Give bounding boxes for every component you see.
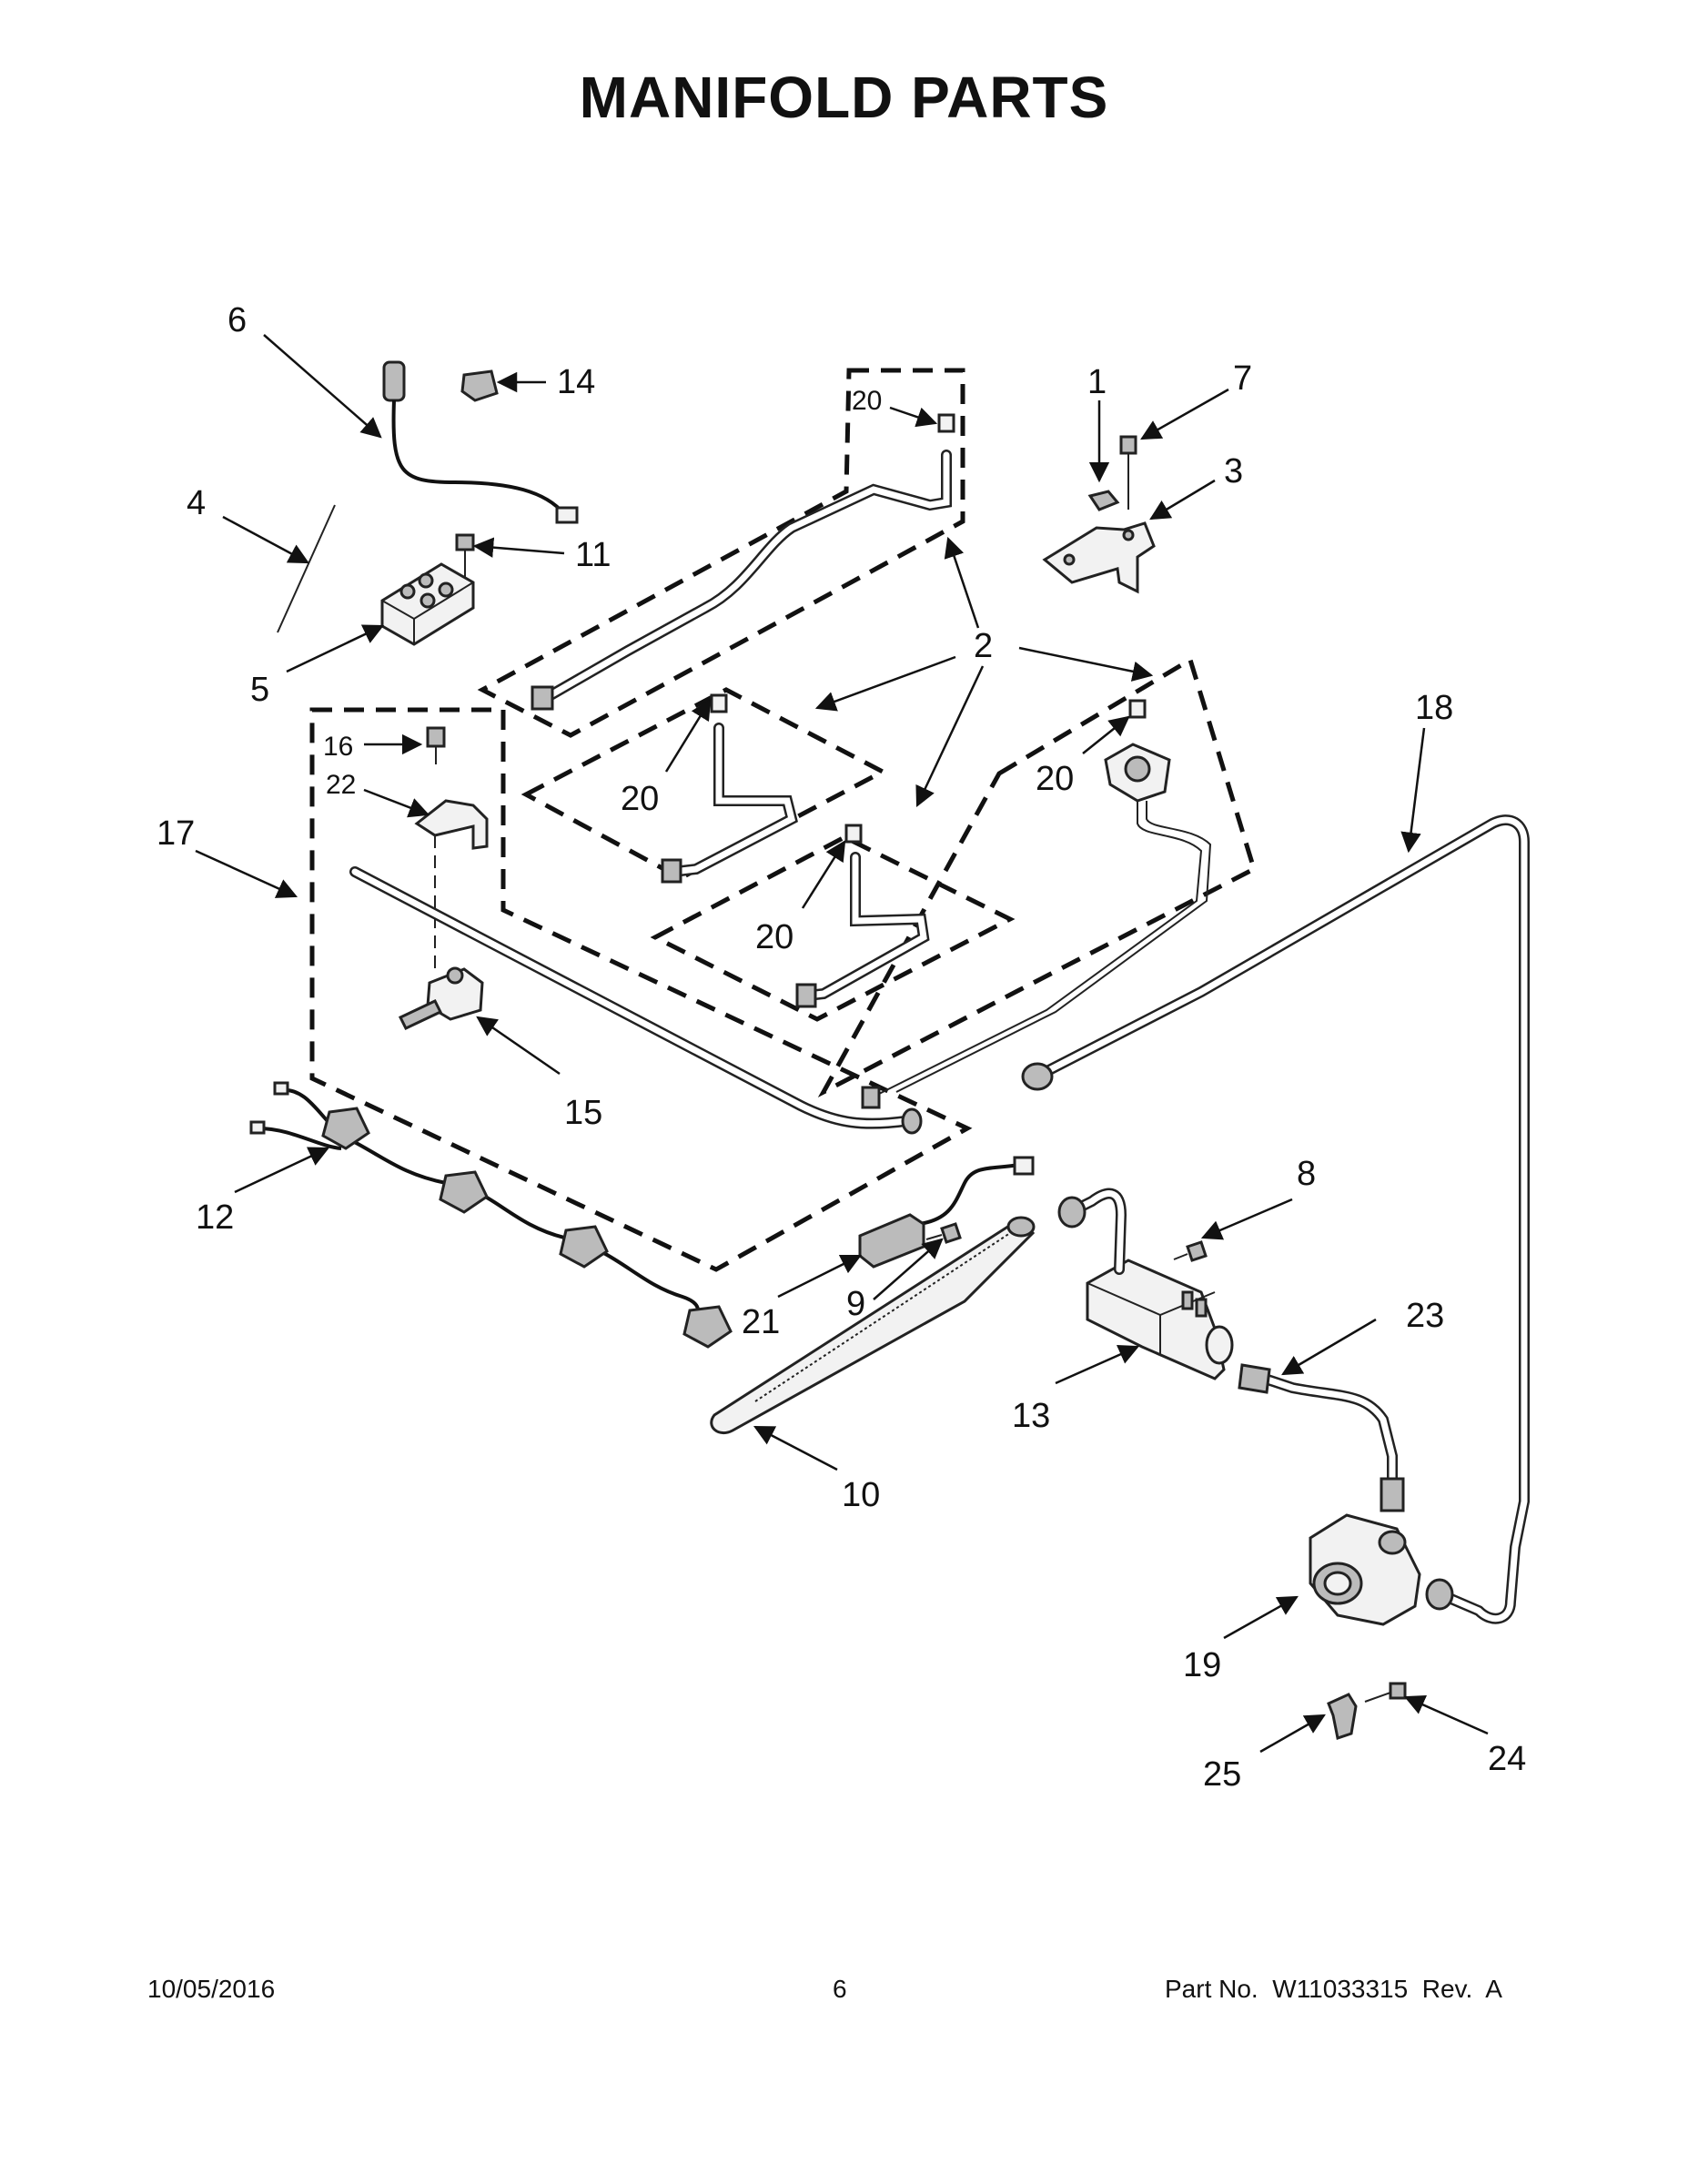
part-20-orifice-mid <box>844 824 863 844</box>
part-19-regulator <box>1309 1513 1421 1626</box>
callout-3: 3 <box>1224 452 1243 490</box>
part-24-screw <box>1364 1682 1407 1703</box>
callout-20-mid: 20 <box>755 918 793 956</box>
callout-23: 23 <box>1406 1297 1444 1335</box>
callout-10: 10 <box>842 1476 880 1514</box>
callout-25: 25 <box>1203 1755 1241 1794</box>
part-2-mid-tube <box>795 852 930 1008</box>
part-22-clip <box>414 799 489 974</box>
footer-page-number: 6 <box>833 1975 847 2003</box>
callout-21: 21 <box>742 1303 780 1341</box>
dashed-group-right-tube <box>817 656 1257 1098</box>
dashed-group-left-tube <box>521 687 888 881</box>
dashed-group-mid-tube <box>650 834 1016 1022</box>
dashed-group-outlines <box>309 368 1257 1272</box>
part-18-gas-tube <box>1021 814 1530 1624</box>
part-16-screw <box>426 726 446 764</box>
part-14-plug <box>460 369 499 402</box>
callout-1: 1 <box>1087 363 1107 401</box>
callout-20-left: 20 <box>621 780 659 818</box>
callout-6: 6 <box>227 301 247 339</box>
callout-24: 24 <box>1488 1740 1526 1778</box>
part-12-switch-c <box>559 1225 609 1269</box>
part-10-burner <box>710 1216 1036 1435</box>
callout-4: 4 <box>187 484 206 522</box>
callout-11: 11 <box>575 536 611 574</box>
callout-15: 15 <box>564 1094 602 1132</box>
part-2-top-tube <box>531 450 952 711</box>
dashed-group-top-tube <box>477 368 965 738</box>
callout-16: 16 <box>323 732 353 762</box>
part-12-switch-b <box>439 1170 489 1214</box>
part-5-spark-module <box>380 562 475 646</box>
callout-2: 2 <box>974 627 993 665</box>
callout-17: 17 <box>157 814 195 853</box>
part-6-sensor-wire <box>382 360 579 524</box>
callout-13: 13 <box>1012 1397 1050 1435</box>
part-2-left-tube <box>661 723 798 884</box>
part-23-flex-tube <box>1238 1363 1405 1512</box>
callout-labels: 6 14 4 11 5 1 7 3 2 20 20 20 20 18 16 22… <box>157 301 1526 1794</box>
callout-8: 8 <box>1297 1155 1316 1193</box>
dashed-group-valve <box>309 707 973 1272</box>
callout-20-right: 20 <box>1036 760 1074 798</box>
part-1-nut <box>1087 490 1120 511</box>
callout-19: 19 <box>1183 1646 1221 1684</box>
part-25-clip <box>1327 1693 1358 1740</box>
part-13-valve-assembly <box>1057 1188 1234 1380</box>
callout-22: 22 <box>326 770 356 800</box>
callout-20-top: 20 <box>852 386 882 416</box>
part-17-manifold-pipe <box>349 866 923 1135</box>
footer-date: 10/05/2016 <box>147 1975 276 2003</box>
part-11-screw <box>455 533 475 582</box>
part-2-right-tube <box>861 743 1212 1109</box>
callout-14: 14 <box>557 363 595 401</box>
part-20-orifice-top <box>937 413 955 433</box>
page-title: MANIFOLD PARTS <box>579 65 1109 130</box>
callout-12: 12 <box>196 1198 234 1237</box>
part-20-orifice-right <box>1128 699 1147 719</box>
callout-9: 9 <box>846 1285 865 1323</box>
part-7-screw <box>1119 435 1137 510</box>
part-12-switch-d <box>682 1305 733 1349</box>
part-8-screw <box>1173 1240 1208 1262</box>
callout-7: 7 <box>1233 359 1252 398</box>
part-12-wire-harness <box>249 1081 733 1349</box>
part-3-bracket <box>1042 521 1156 594</box>
part-4-line <box>277 504 336 633</box>
callout-5: 5 <box>250 671 269 709</box>
part-15-valve <box>398 966 484 1030</box>
part-20-orifice-left <box>710 693 728 713</box>
callout-arrows <box>195 334 1489 1754</box>
part-12-switch-a <box>321 1107 370 1150</box>
footer-part-number: Part No. W11033315 Rev. A <box>1165 1975 1502 2003</box>
part-9-screw <box>925 1222 962 1244</box>
callout-18: 18 <box>1415 689 1453 727</box>
